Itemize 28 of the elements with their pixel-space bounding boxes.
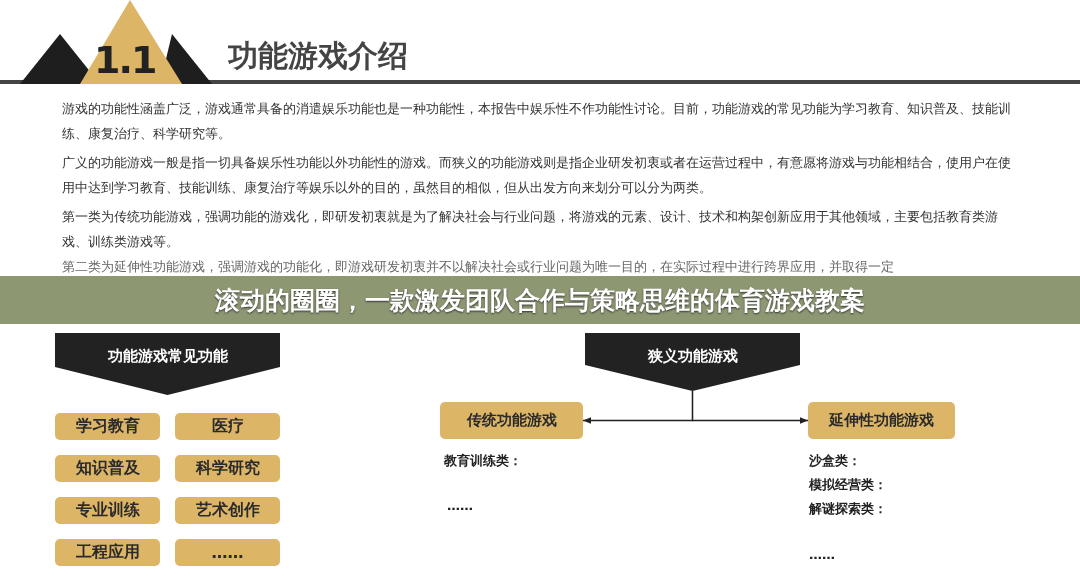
- category-label: 解谜探索类：: [809, 500, 887, 518]
- category-tag: ……: [175, 539, 280, 566]
- category-label: 教育训练类：: [444, 452, 522, 470]
- category-tag: 医疗: [175, 413, 280, 440]
- category-tag: 延伸性功能游戏: [808, 402, 955, 439]
- category-tag: 传统功能游戏: [440, 402, 583, 439]
- ellipsis: ……: [809, 547, 835, 562]
- paragraph: 第一类为传统功能游戏，强调功能的游戏化，即研发初衷就是为了解决社会与行业问题，将游戏的元素、设计、技术和构架创新应用于其他领域，主要包括教育类游戏、训练类游戏等。: [62, 208, 999, 251]
- banner-label: 功能游戏常见功能: [107, 347, 228, 367]
- category-tag: 学习教育: [55, 413, 160, 440]
- category-tag: 科学研究: [175, 455, 280, 482]
- arrow: [691, 390, 809, 424]
- chevron-banner: [55, 333, 280, 395]
- paragraph: 广义的功能游戏一般是指一切具备娱乐性功能以外功能性的游戏。而狭义的功能游戏则是指企业研发初衷或者在运营过程中，有意愿将游戏与功能相结合，使用户在使用中达到学习教育、技能训练、康复治疗等娱乐以外的目的，虽然目的相似，但从出发方向来划分可以分为两类。: [62, 154, 1012, 197]
- category-tag: 工程应用: [55, 539, 160, 566]
- paragraph: 第二类为延伸性功能游戏，强调游戏的功能化，即游戏研发初衷并不以解决社会或行业问题为唯一目的，在实际过程中进行跨界应用，并取得一定: [62, 258, 895, 276]
- caption-banner: 滚动的圈圈，一款激发团队合作与策略思维的体育游戏教案: [0, 276, 1080, 324]
- paragraph: 游戏的功能性涵盖广泛，游戏通常具备的消遣娱乐功能也是一种功能性，本报告中娱乐性不作功能性讨论。目前，功能游戏的常见功能为学习教育、知识普及、技能训练、康复治疗、科学研究等。: [62, 100, 1012, 143]
- category-tag: 专业训练: [55, 497, 160, 524]
- category-tag: 艺术创作: [175, 497, 280, 524]
- banner-label: 狭义功能游戏: [647, 347, 738, 367]
- category-label: 沙盒类：: [809, 452, 861, 470]
- section-title: 功能游戏介绍: [228, 37, 408, 75]
- category-label: 模拟经营类：: [809, 476, 887, 494]
- ellipsis: ……: [447, 498, 473, 513]
- section-number: 1.1: [94, 38, 156, 82]
- category-tag: 知识普及: [55, 455, 160, 482]
- chevron-banner: [585, 333, 800, 391]
